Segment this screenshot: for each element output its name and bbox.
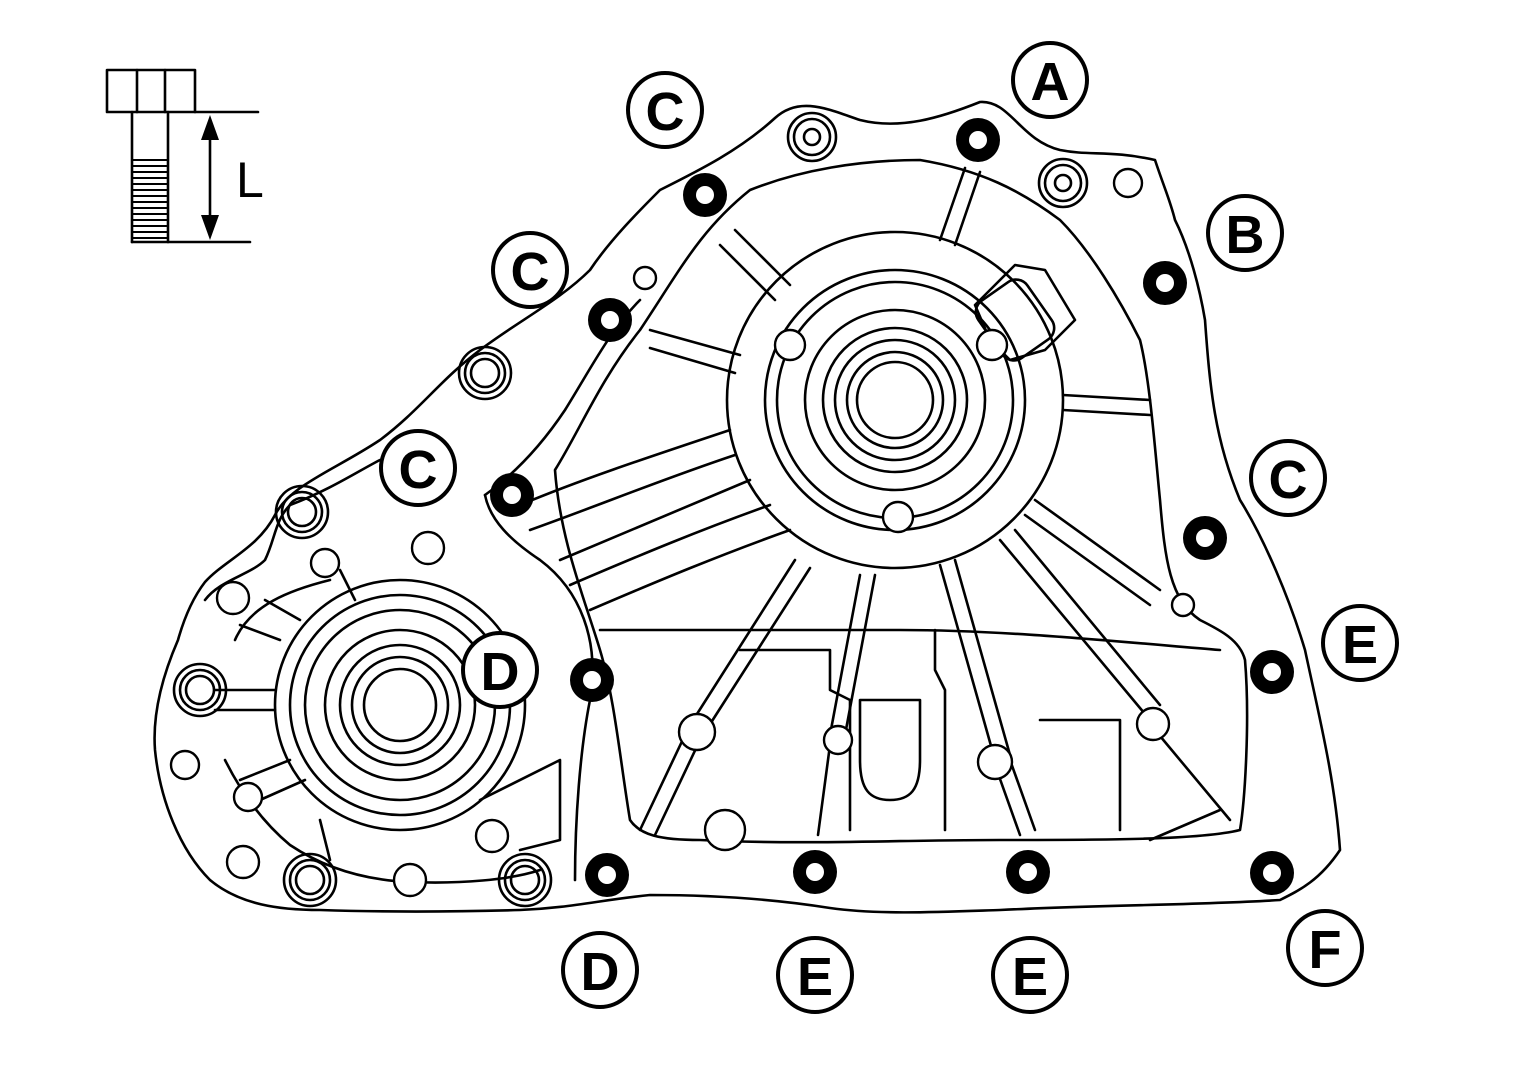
bolt-hole	[1183, 516, 1227, 560]
callout-c-top: C	[626, 71, 704, 149]
washer-bolts	[172, 111, 1089, 908]
svg-text:C: C	[511, 242, 550, 302]
callout-e-right: E	[1321, 604, 1399, 682]
bolt-thread	[132, 159, 168, 239]
bolt-hole	[1250, 851, 1294, 895]
length-label: L	[236, 152, 264, 208]
callout-c-upper-left: C	[491, 231, 569, 309]
bolt-holes-main	[490, 118, 1294, 897]
parting-line-lower	[483, 493, 594, 882]
ribs	[638, 166, 1232, 842]
outer-flange	[153, 100, 1342, 914]
callout-e-bottom-left: E	[776, 936, 854, 1014]
washer-bolt	[172, 662, 228, 718]
washer-bolt	[274, 484, 330, 540]
washer-bolt	[497, 852, 553, 908]
bolt-hole	[1006, 850, 1050, 894]
washer-bolt	[457, 345, 513, 401]
bolt-hole	[490, 473, 534, 517]
callout-d-hub: D	[461, 631, 539, 709]
washer-bolt	[1037, 157, 1089, 209]
svg-text:C: C	[1269, 450, 1308, 510]
svg-text:C: C	[646, 82, 685, 142]
bolt-hole	[793, 850, 837, 894]
callout-c-left: C	[379, 429, 457, 507]
svg-text:C: C	[399, 440, 438, 500]
callout-b: B	[1206, 194, 1284, 272]
inner-recess	[553, 158, 1249, 844]
svg-text:E: E	[1342, 615, 1378, 675]
svg-text:D: D	[581, 942, 620, 1002]
washer-bolt	[786, 111, 838, 163]
washer-bolt	[282, 852, 338, 908]
callout-c-right: C	[1249, 439, 1327, 517]
left-housing-ribs	[213, 568, 562, 862]
bolt-head	[105, 68, 197, 114]
callout-f: F	[1286, 909, 1364, 987]
bolt-hole	[570, 658, 614, 702]
bolt-hole	[1143, 261, 1187, 305]
bolt-hole	[683, 173, 727, 217]
callout-a: A	[1011, 41, 1089, 119]
svg-text:E: E	[797, 947, 833, 1007]
svg-text:E: E	[1012, 947, 1048, 1007]
bolt-hole	[588, 298, 632, 342]
bolt-hole	[956, 118, 1000, 162]
callout-d-bottom: D	[561, 931, 639, 1009]
bolt-hole	[585, 853, 629, 897]
svg-text:B: B	[1226, 205, 1265, 265]
svg-text:F: F	[1309, 920, 1342, 980]
svg-text:A: A	[1031, 52, 1070, 112]
chain-case-ribs	[518, 428, 1222, 832]
callout-e-bottom-right: E	[991, 936, 1069, 1014]
svg-text:D: D	[481, 642, 520, 702]
case-outline	[153, 100, 1342, 914]
open-holes	[169, 167, 1196, 898]
bolt-hole	[1250, 650, 1294, 694]
bolt-length-legend: L	[105, 68, 264, 244]
